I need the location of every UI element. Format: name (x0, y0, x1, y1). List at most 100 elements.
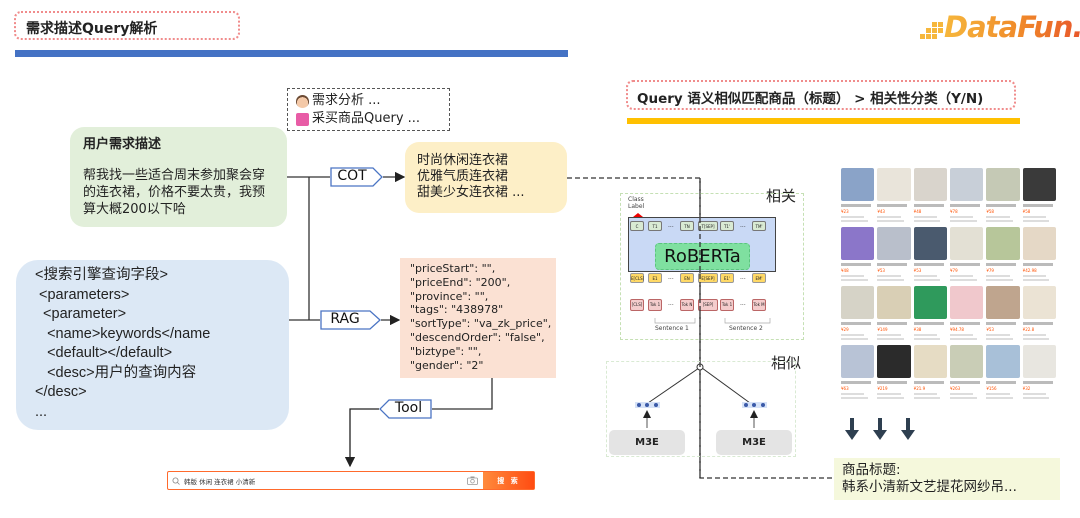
product-card[interactable]: ¥22.8 (1022, 286, 1056, 343)
product-card[interactable]: ¥32 (1022, 345, 1056, 402)
product-card[interactable]: ¥23 (841, 168, 875, 225)
product-card[interactable]: ¥29 (841, 286, 875, 343)
product-price: ¥53 (913, 268, 922, 273)
product-shop (949, 279, 977, 281)
result-value: 韩系小清新文艺提花网纱吊... (842, 479, 1017, 495)
product-card[interactable]: ¥53 (877, 227, 911, 284)
product-card[interactable]: ¥63 (841, 345, 875, 402)
class-label: Class Label (628, 196, 645, 210)
product-card[interactable]: ¥58 (986, 168, 1020, 225)
cot-query: 甜美少女连衣裙 ... (417, 185, 525, 200)
product-card[interactable]: ¥53 (986, 286, 1020, 343)
product-image (913, 286, 947, 319)
embedding-token: E[SEP] (698, 273, 718, 283)
product-shop (913, 220, 941, 222)
product-image (949, 345, 984, 378)
product-shop (949, 220, 977, 222)
user-request-body: 帮我找一些适合周末参加聚会穿的连衣裙，价格不要太贵，我预算大概200以下哈 (83, 168, 266, 217)
product-shop (841, 220, 868, 222)
product-shop (949, 338, 977, 340)
product-card[interactable]: ¥53 (913, 227, 947, 284)
product-shop (877, 397, 904, 399)
product-image (986, 168, 1020, 201)
product-image (913, 345, 947, 378)
product-card[interactable]: ¥48 (841, 227, 875, 284)
output-token: TM' (752, 221, 766, 231)
product-image (1022, 168, 1056, 201)
cot-output-box: 时尚休闲连衣裙 优雅气质连衣裙 甜美少女连衣裙 ... (405, 142, 567, 213)
product-meta (877, 393, 901, 395)
product-meta (1022, 216, 1046, 218)
product-card[interactable]: ¥43 (877, 168, 911, 225)
shopping-bag-emoji-icon (296, 112, 309, 126)
product-title-placeholder (841, 263, 871, 266)
input-token: Tok M (752, 299, 766, 311)
embedding-token: EN (680, 273, 694, 283)
ellipsis: ... (668, 300, 674, 307)
similarity-model-frame (606, 361, 796, 457)
product-price: ¥79 (949, 268, 958, 273)
rag-output-box: "priceStart": "", "priceEnd": "200", "pr… (400, 258, 556, 378)
product-card[interactable]: ¥79 (949, 227, 984, 284)
product-title-placeholder (1022, 204, 1053, 207)
line-rag-to-tool (432, 378, 493, 410)
product-title-result: 商品标题: 韩系小清新文艺提花网纱吊... (834, 458, 1060, 500)
product-card[interactable]: ¥78 (949, 168, 984, 225)
product-title-placeholder (913, 204, 944, 207)
product-card[interactable]: ¥79 (986, 227, 1020, 284)
product-image (877, 227, 911, 260)
product-card[interactable]: ¥38 (913, 286, 947, 343)
product-meta (986, 334, 1010, 336)
camera-icon[interactable] (467, 476, 478, 485)
product-meta (841, 275, 865, 277)
product-title-placeholder (1022, 263, 1053, 266)
product-price: ¥32 (1022, 386, 1031, 391)
product-meta (841, 334, 865, 336)
product-image (841, 168, 875, 201)
ellipsis: ... (668, 222, 674, 229)
product-title-placeholder (841, 381, 871, 384)
product-card[interactable]: ¥42.98 (1022, 227, 1056, 284)
down-arrows (845, 418, 915, 440)
search-icon (172, 477, 180, 485)
product-card[interactable]: ¥94.78 (949, 286, 984, 343)
output-token: T1 (648, 221, 662, 231)
product-price: ¥53 (986, 327, 994, 332)
model-divider-dashed (699, 178, 701, 478)
right-accent-bar (627, 118, 1020, 124)
input-token: Tok 1 (648, 299, 662, 311)
product-card[interactable]: ¥58 (1022, 168, 1056, 225)
product-card[interactable]: ¥219 (877, 345, 911, 402)
ellipsis: ... (740, 300, 746, 307)
product-meta (1022, 275, 1046, 277)
product-card[interactable]: ¥48 (913, 168, 947, 225)
product-card[interactable]: ¥21.9 (913, 345, 947, 402)
embedding-token: EM' (752, 273, 766, 283)
product-title-placeholder (877, 263, 908, 266)
product-price: ¥29 (841, 327, 849, 332)
sentence-2-label: Sentence 2 (729, 325, 763, 332)
product-price: ¥149 (877, 327, 888, 332)
product-meta (1022, 334, 1046, 336)
input-token: [SEP] (698, 299, 718, 311)
relevance-label: 相关 (766, 187, 797, 205)
title-accent-bar (15, 50, 568, 57)
section-title: 需求描述Query解析 (14, 11, 240, 40)
product-card[interactable]: ¥156 (986, 345, 1020, 402)
product-shop (986, 279, 1013, 281)
product-card[interactable]: ¥149 (877, 286, 911, 343)
search-input[interactable]: 韩版 休闲 连衣裙 小清新 (168, 472, 483, 489)
embedding-token: E1 (648, 273, 662, 283)
sentence-brackets (654, 318, 771, 324)
product-meta (877, 334, 901, 336)
output-token: T1' (720, 221, 734, 231)
right-section-title: Query 语义相似匹配商品（标题） > 相关性分类（Y/N) (626, 80, 1016, 110)
search-button[interactable]: 搜 索 (483, 472, 534, 489)
product-image (913, 168, 947, 201)
product-card[interactable]: ¥263 (949, 345, 984, 402)
product-price: ¥58 (1022, 209, 1031, 214)
product-price: ¥48 (913, 209, 922, 214)
rag-tag: RAG (320, 310, 381, 330)
product-shop (1022, 279, 1050, 281)
